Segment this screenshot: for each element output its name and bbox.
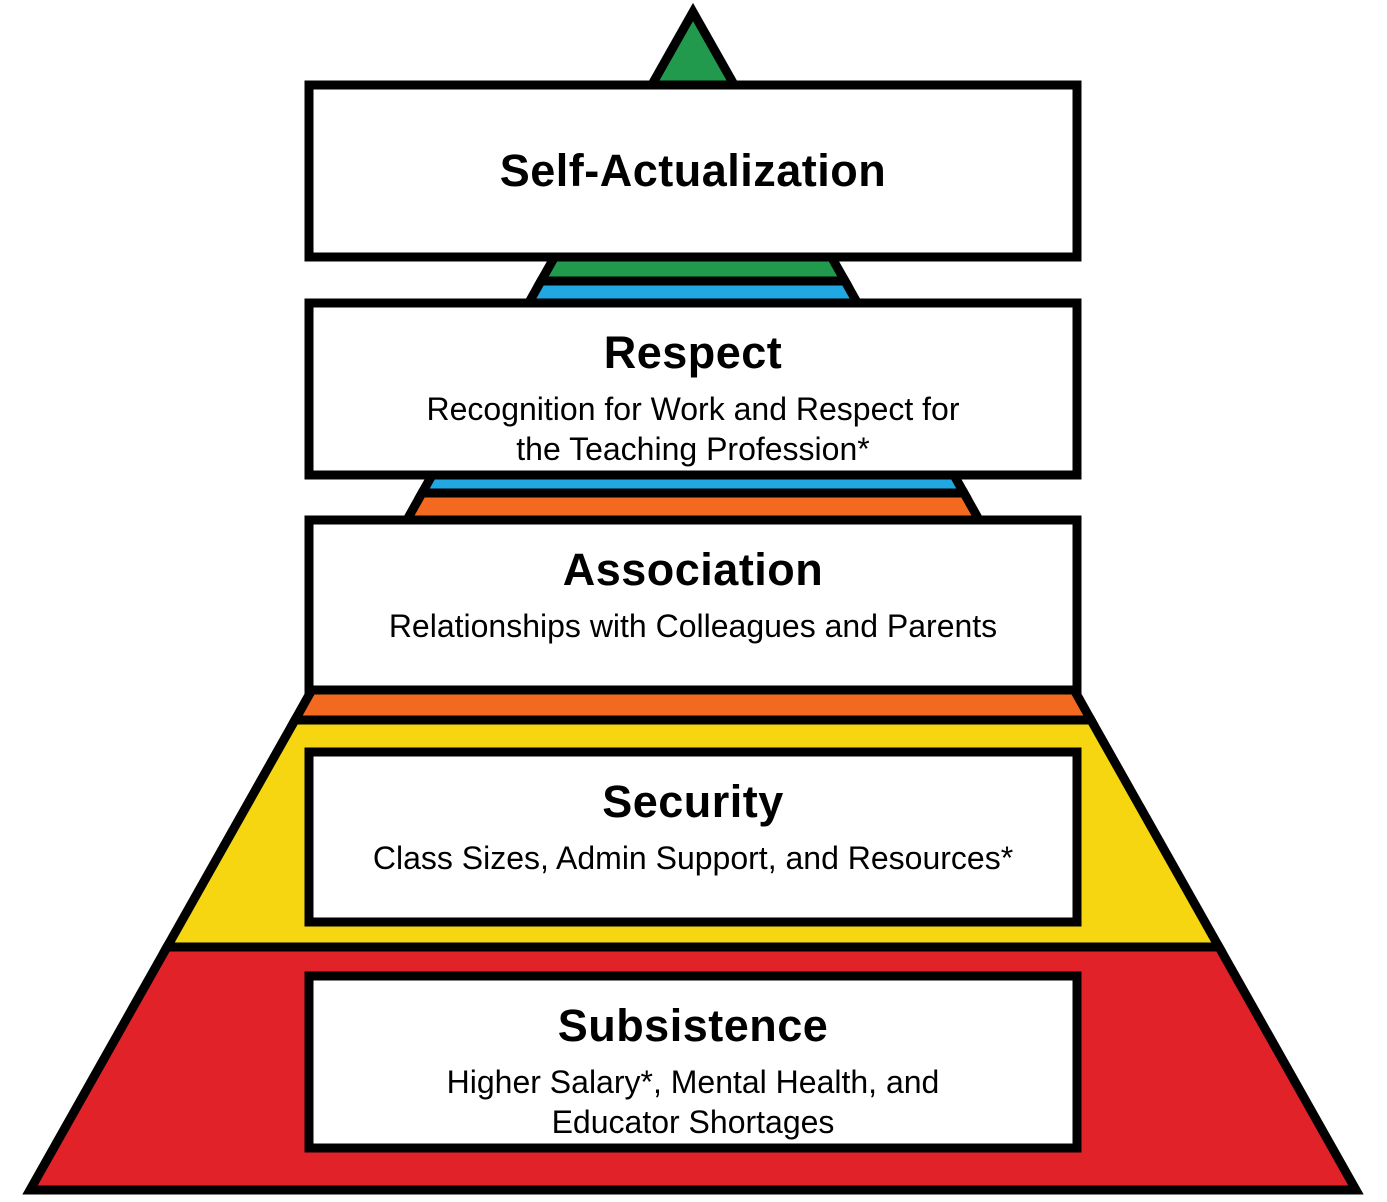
label-box-self-actualization <box>304 80 1082 262</box>
label-box-security <box>304 747 1082 927</box>
label-box-respect <box>304 298 1082 480</box>
label-box-subsistence <box>304 971 1082 1153</box>
label-box-association <box>304 515 1082 695</box>
